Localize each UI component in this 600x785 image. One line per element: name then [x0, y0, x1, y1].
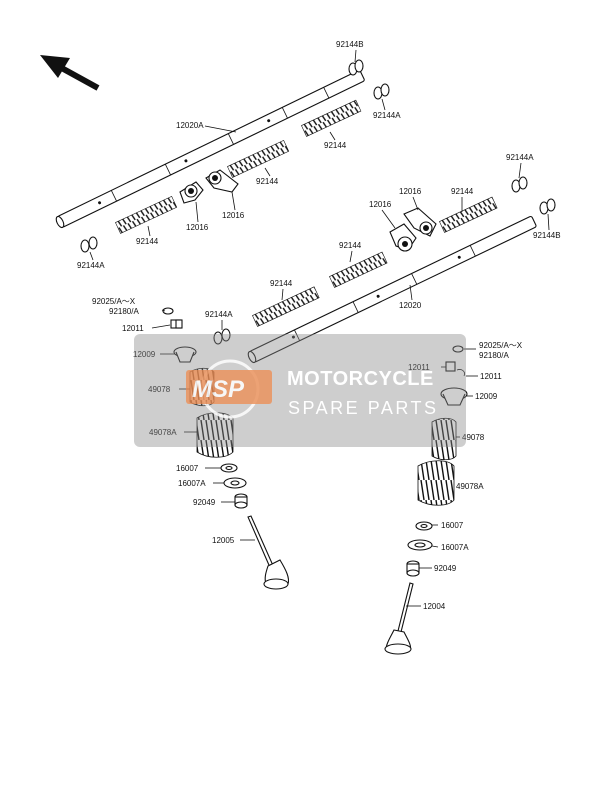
label-92144-c: 92144: [136, 237, 159, 246]
label-16007-right: 16007: [441, 521, 464, 530]
rocker-spring-92144-upper-1: [301, 99, 362, 137]
label-12004: 12004: [423, 602, 446, 611]
label-12016-a: 12016: [186, 223, 209, 232]
watermark-logo-text: MSP: [192, 376, 245, 403]
label-49078-right: 49078: [462, 433, 485, 442]
label-92144A-mid: 92144A: [205, 310, 233, 319]
retainer-12009-right: [440, 387, 468, 406]
seat-16007A-left: [223, 477, 247, 489]
collar-92144B-right: [539, 198, 556, 215]
rocker-arm-12016-upper-a: [179, 181, 204, 204]
shim-92025-right: [452, 345, 464, 353]
rocker-spring-92144-upper-3: [115, 195, 178, 234]
label-92144B-right: 92144B: [533, 231, 561, 240]
shim-92025-left: [162, 307, 174, 315]
rocker-arm-12016-lower-b: [403, 207, 437, 237]
part-labels: 92144B 92144A 12020A 92144 92144 12016 1…: [77, 40, 561, 611]
label-12009-right: 12009: [475, 392, 498, 401]
collar-92144A-top: [373, 83, 390, 100]
watermark-title: MOTORCYCLE: [287, 368, 434, 390]
label-12016-c: 12016: [399, 187, 422, 196]
rocker-spring-92144-upper-2: [227, 139, 290, 178]
collar-92144A-left: [80, 236, 98, 253]
label-92180-right: 92180/A: [479, 351, 509, 360]
rocker-arm-12016-upper-b: [205, 169, 239, 193]
rocker-spring-92144-lower-2: [329, 251, 388, 288]
collar-92144A-mid: [213, 328, 231, 345]
label-12011-left: 12011: [122, 324, 144, 333]
label-12005: 12005: [212, 536, 235, 545]
label-92025-right: 92025/A～X: [479, 341, 523, 350]
label-49078-left: 49078: [148, 385, 171, 394]
label-92144-e: 92144: [339, 241, 362, 250]
label-16007A-right: 16007A: [441, 543, 469, 552]
label-92144A-right-top: 92144A: [506, 153, 534, 162]
label-92049-right: 92049: [434, 564, 457, 573]
seat-16007-right: [415, 521, 433, 531]
valve-spring-outer-49078A-right: [417, 460, 455, 506]
collar-92144B-top: [348, 59, 364, 76]
msp-logo-icon: MSP: [186, 359, 272, 419]
retainer-12009-left: [173, 346, 197, 363]
watermark-subtitle: SPARE PARTS: [288, 398, 439, 418]
cap-12011-right: [445, 361, 465, 377]
rocker-spring-92144-lower-3: [252, 286, 320, 327]
label-92144-b: 92144: [256, 177, 279, 186]
label-16007A-left: 16007A: [178, 479, 206, 488]
cap-12011-left: [170, 319, 183, 329]
label-12009-left: 12009: [133, 350, 156, 359]
label-92144-a: 92144: [324, 141, 347, 150]
valve-spring-outer-49078A-left: [196, 412, 234, 458]
watermark: MSP MOTORCYCLE SPARE PARTS: [134, 334, 466, 447]
label-92144B-top: 92144B: [336, 40, 364, 49]
collar-92144A-right-top: [511, 176, 528, 193]
label-92144A-left: 92144A: [77, 261, 105, 270]
seal-92049-right: [406, 560, 420, 577]
seat-16007-left: [220, 463, 238, 473]
valve-12005-exhaust: [247, 515, 290, 590]
rocker-shaft-12020: [247, 215, 537, 364]
label-12020A: 12020A: [176, 121, 204, 130]
seat-16007A-right: [407, 539, 433, 551]
label-49078A-left: 49078A: [149, 428, 177, 437]
label-49078A-right: 49078A: [456, 482, 484, 491]
leader-lines: [89, 49, 550, 607]
rocker-arm-12016-lower-a: [389, 223, 417, 252]
label-12016-b: 12016: [222, 211, 245, 220]
label-92144A-top: 92144A: [373, 111, 401, 120]
label-12020: 12020: [399, 301, 422, 310]
valve-spring-inner-49078-right: [431, 417, 457, 461]
seal-92049-left: [234, 493, 248, 509]
label-12011-right-a: 12011: [408, 363, 430, 372]
direction-arrow-icon: [40, 55, 100, 91]
label-92144-f: 92144: [270, 279, 293, 288]
label-92144-d: 92144: [451, 187, 474, 196]
label-92025-left: 92025/A～X: [92, 297, 136, 306]
label-12011-right-b: 12011: [480, 372, 502, 381]
valve-12004-intake: [384, 582, 414, 655]
label-92180-left: 92180/A: [109, 307, 139, 316]
rocker-shaft-12020A: [55, 69, 365, 229]
label-12016-d: 12016: [369, 200, 392, 209]
label-16007-left: 16007: [176, 464, 199, 473]
label-92049-left: 92049: [193, 498, 216, 507]
rocker-spring-92144-lower-1: [439, 196, 498, 233]
